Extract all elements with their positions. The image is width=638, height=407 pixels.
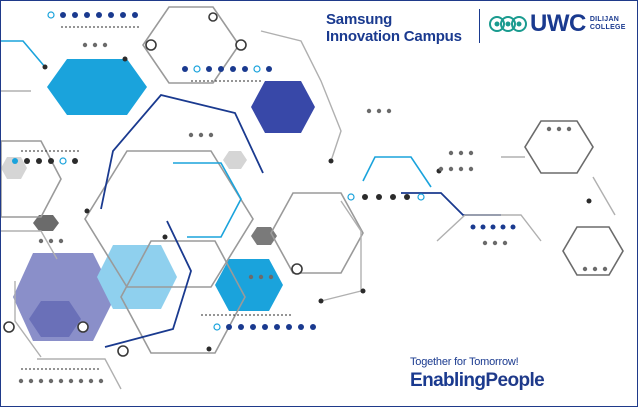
gray-line — [14, 281, 42, 358]
navy-hexagon — [251, 81, 315, 133]
outline-hexagon — [84, 150, 254, 288]
outline-hexagon — [120, 240, 246, 354]
uwc-emblem-icon — [489, 16, 527, 32]
gray-line — [37, 358, 122, 390]
samsung-innovation-campus-logo: Samsung Innovation Campus — [326, 11, 462, 45]
outline-hexagon — [1, 140, 62, 218]
dot-row — [182, 65, 272, 73]
uwc-wordmark: UWC — [530, 10, 586, 37]
logo-divider — [479, 9, 480, 43]
navy-line — [401, 192, 501, 216]
cyan-small-hexagon — [215, 259, 283, 311]
gray-line — [436, 214, 542, 242]
brand-line-2: Innovation Campus — [326, 28, 462, 45]
cyan-line — [173, 162, 242, 238]
node-ring — [235, 39, 247, 51]
light-gray-hexagon — [223, 151, 247, 169]
cyan-hexagon — [47, 59, 147, 115]
dot-row-top — [47, 11, 138, 19]
dot-row — [12, 157, 78, 165]
cyan-line — [1, 40, 46, 68]
node-ring — [77, 321, 89, 333]
node-ring — [145, 39, 157, 51]
tagline: Together for Tomorrow! — [410, 356, 519, 368]
gray-small-hexagon — [251, 227, 277, 245]
brand-line-1: Samsung — [326, 11, 393, 28]
navy-line — [100, 93, 264, 210]
outline-hexagon — [142, 6, 240, 84]
gray-line — [320, 200, 362, 302]
node-ring — [291, 263, 303, 275]
light-gray-hexagon — [1, 157, 27, 179]
outline-hexagon — [270, 192, 364, 274]
cyan-line — [362, 156, 432, 188]
node-ring — [208, 12, 218, 22]
uwc-subtitle-line-1: DILIJAN — [589, 16, 620, 23]
uwc-subtitle-line-2: COLLEGE — [589, 24, 626, 31]
uwc-dilijan-logo: UWC DILIJAN COLLEGE — [488, 10, 626, 38]
gray-line — [260, 30, 342, 162]
uwc-subtitle: DILIJAN COLLEGE — [590, 16, 626, 32]
node-ring — [3, 321, 15, 333]
slogan-word-2: People — [485, 370, 545, 391]
outline-hexagon — [524, 120, 594, 174]
outline-hexagon — [562, 226, 624, 276]
dot-row — [347, 193, 425, 201]
gray-line — [1, 230, 58, 260]
dot-row — [213, 323, 316, 331]
light-cyan-hexagon — [97, 245, 177, 309]
slogan: EnablingPeople — [410, 370, 545, 392]
gray-line — [592, 176, 616, 216]
gray-small-hexagon — [33, 215, 59, 231]
dot-row — [470, 224, 516, 230]
navy-line — [104, 220, 192, 348]
slogan-word-1: Enabling — [410, 370, 486, 391]
purple-small-hexagon — [29, 301, 81, 337]
node-ring — [117, 345, 129, 357]
